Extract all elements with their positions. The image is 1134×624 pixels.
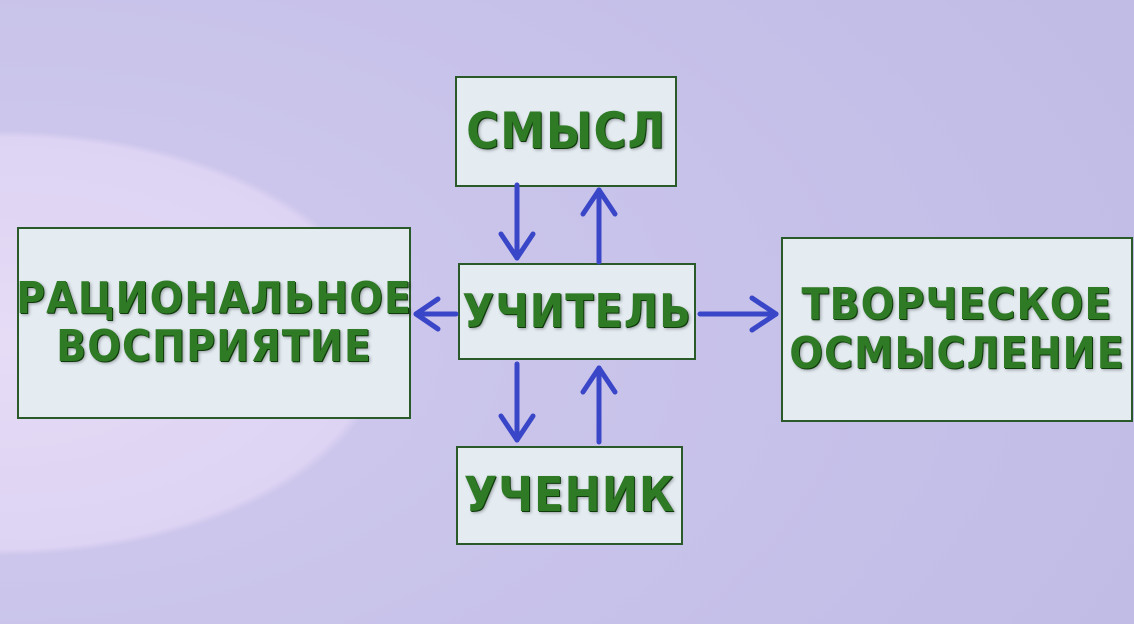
node-rational-perception-line-1: РАЦИОНАЛЬНОЕ — [16, 272, 412, 324]
node-creative-comprehension-line-2: ОСМЫСЛЕНИЕ — [789, 327, 1125, 379]
node-creative-comprehension-line-1: ТВОРЧЕСКОЕ — [801, 279, 1113, 331]
node-meaning: СМЫСЛ — [455, 76, 677, 187]
node-teacher-label: УЧИТЕЛЬ — [462, 284, 692, 339]
node-student: УЧЕНИК — [456, 446, 683, 545]
node-meaning-label: СМЫСЛ — [466, 102, 666, 160]
node-teacher: УЧИТЕЛЬ — [458, 263, 696, 360]
node-creative-comprehension: ТВОРЧЕСКОЕ ОСМЫСЛЕНИЕ — [781, 237, 1133, 422]
node-rational-perception-line-2: ВОСПРИЯТИЕ — [56, 321, 372, 372]
node-rational-perception: РАЦИОНАЛЬНОЕ ВОСПРИЯТИЕ — [16, 227, 412, 419]
node-student-label: УЧЕНИК — [463, 467, 676, 524]
